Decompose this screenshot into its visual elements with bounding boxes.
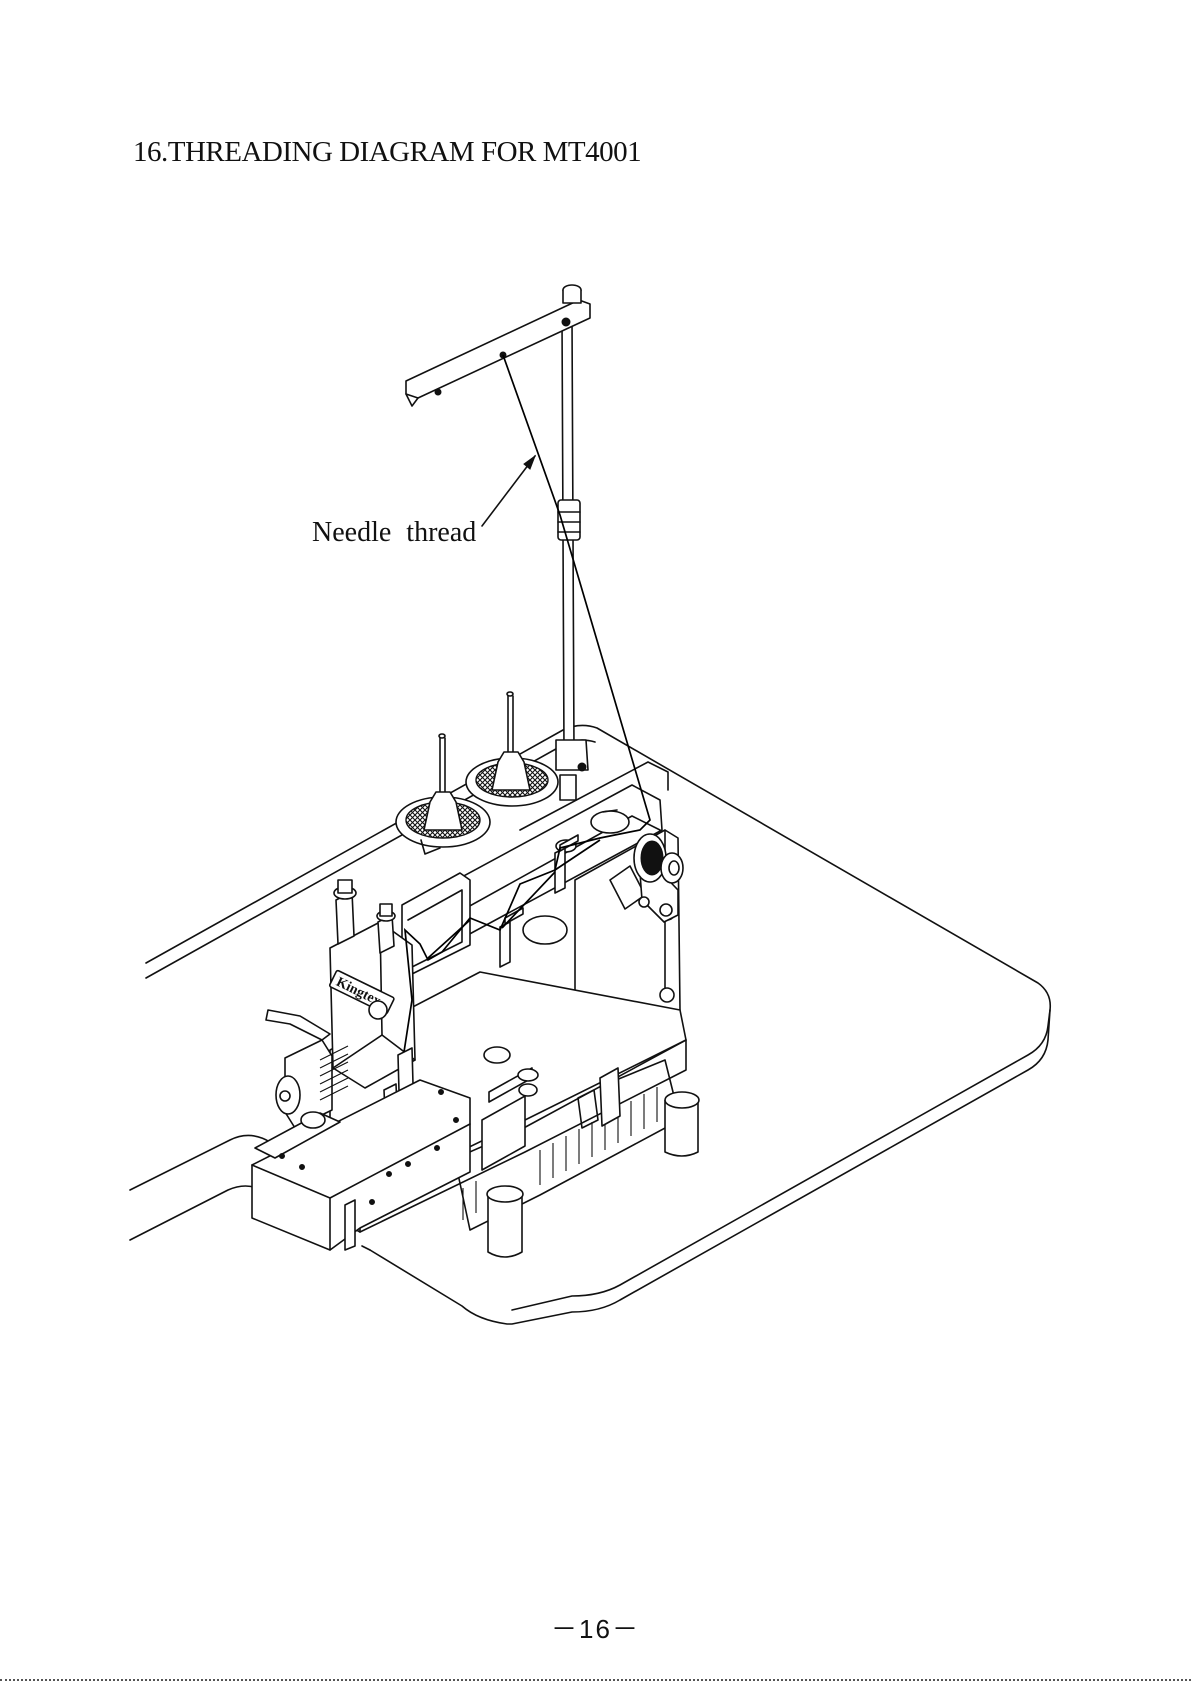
spool-holders [396, 692, 558, 854]
needle-thread-callout-arrow [482, 456, 535, 526]
bottom-divider [0, 1679, 1191, 1681]
page-number: －16－ [0, 1609, 1191, 1646]
needle-thread-callout: Needle thread [312, 517, 476, 549]
